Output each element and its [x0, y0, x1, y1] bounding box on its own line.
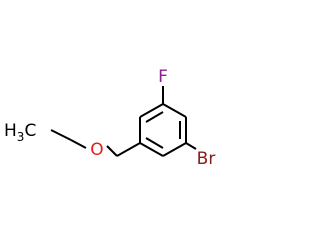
oxygen-label: O: [90, 140, 103, 160]
bond-ch2-to-oxygen: [106, 145, 118, 157]
ring-double-bond-inner-1: [145, 111, 164, 123]
ring-bond-top-left: [139, 103, 164, 118]
methyl-h: H: [4, 121, 17, 141]
fluorine-label: F: [158, 67, 168, 87]
methyl-subscript: 3: [17, 130, 25, 144]
ring-bond-bottom-right: [162, 142, 187, 157]
methyl-c: C: [24, 121, 36, 141]
bond-ch2-to-methyl: [50, 129, 72, 141]
methyl-label: H3C: [4, 121, 36, 144]
bond-to-bromine: [185, 142, 197, 150]
ring-bond-bottom-left: [139, 142, 164, 157]
bond-oxygen-to-ch2: [70, 139, 87, 149]
ring-double-bond-inner-3: [145, 137, 164, 149]
bond-ring-to-ch2: [116, 142, 141, 157]
ring-bond-top-right: [162, 103, 187, 118]
molecule-structure-diagram: F Br O H3C: [4, 67, 216, 169]
bromine-label: Br: [197, 149, 216, 169]
benzene-ring: [139, 103, 187, 157]
